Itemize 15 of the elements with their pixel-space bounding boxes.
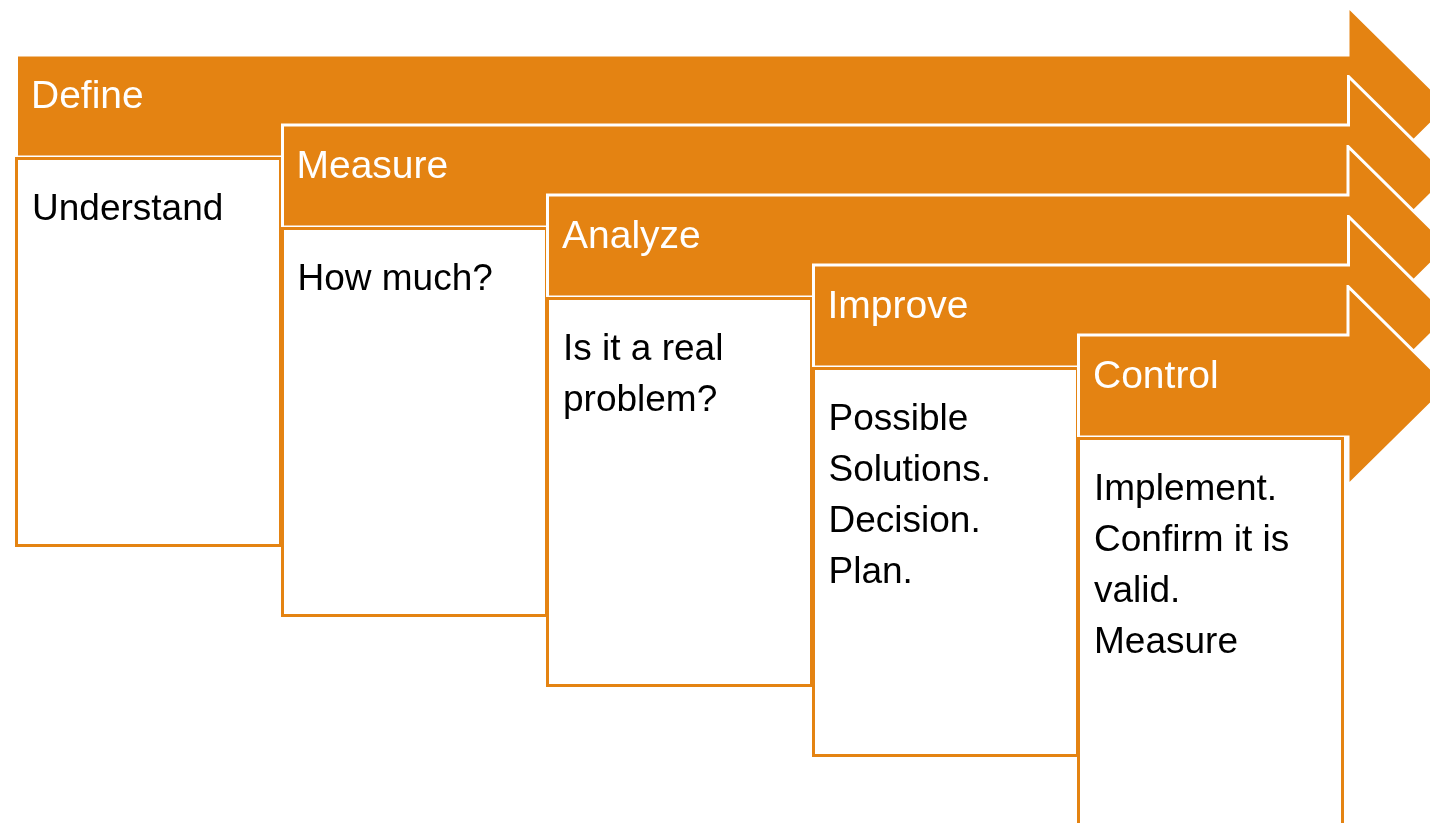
step-title: Define: [31, 75, 144, 114]
step-title: Measure: [296, 145, 449, 184]
step-description: Is it a real problem?: [563, 326, 725, 422]
step-title: Control: [1093, 355, 1219, 394]
description-box: [811, 367, 1079, 757]
step-description: Possible Solutions. Decision. Plan.: [828, 396, 992, 594]
description-box: [15, 157, 282, 547]
description-box: [280, 227, 548, 617]
step-description: Implement. Confirm it is valid. Measure: [1094, 466, 1291, 664]
step-description: Understand: [32, 186, 225, 230]
description-box: [546, 297, 813, 687]
description-box: [1077, 437, 1344, 823]
step-title: Analyze: [562, 215, 701, 254]
step-title: Improve: [827, 285, 969, 324]
step-description: How much?: [297, 256, 494, 300]
